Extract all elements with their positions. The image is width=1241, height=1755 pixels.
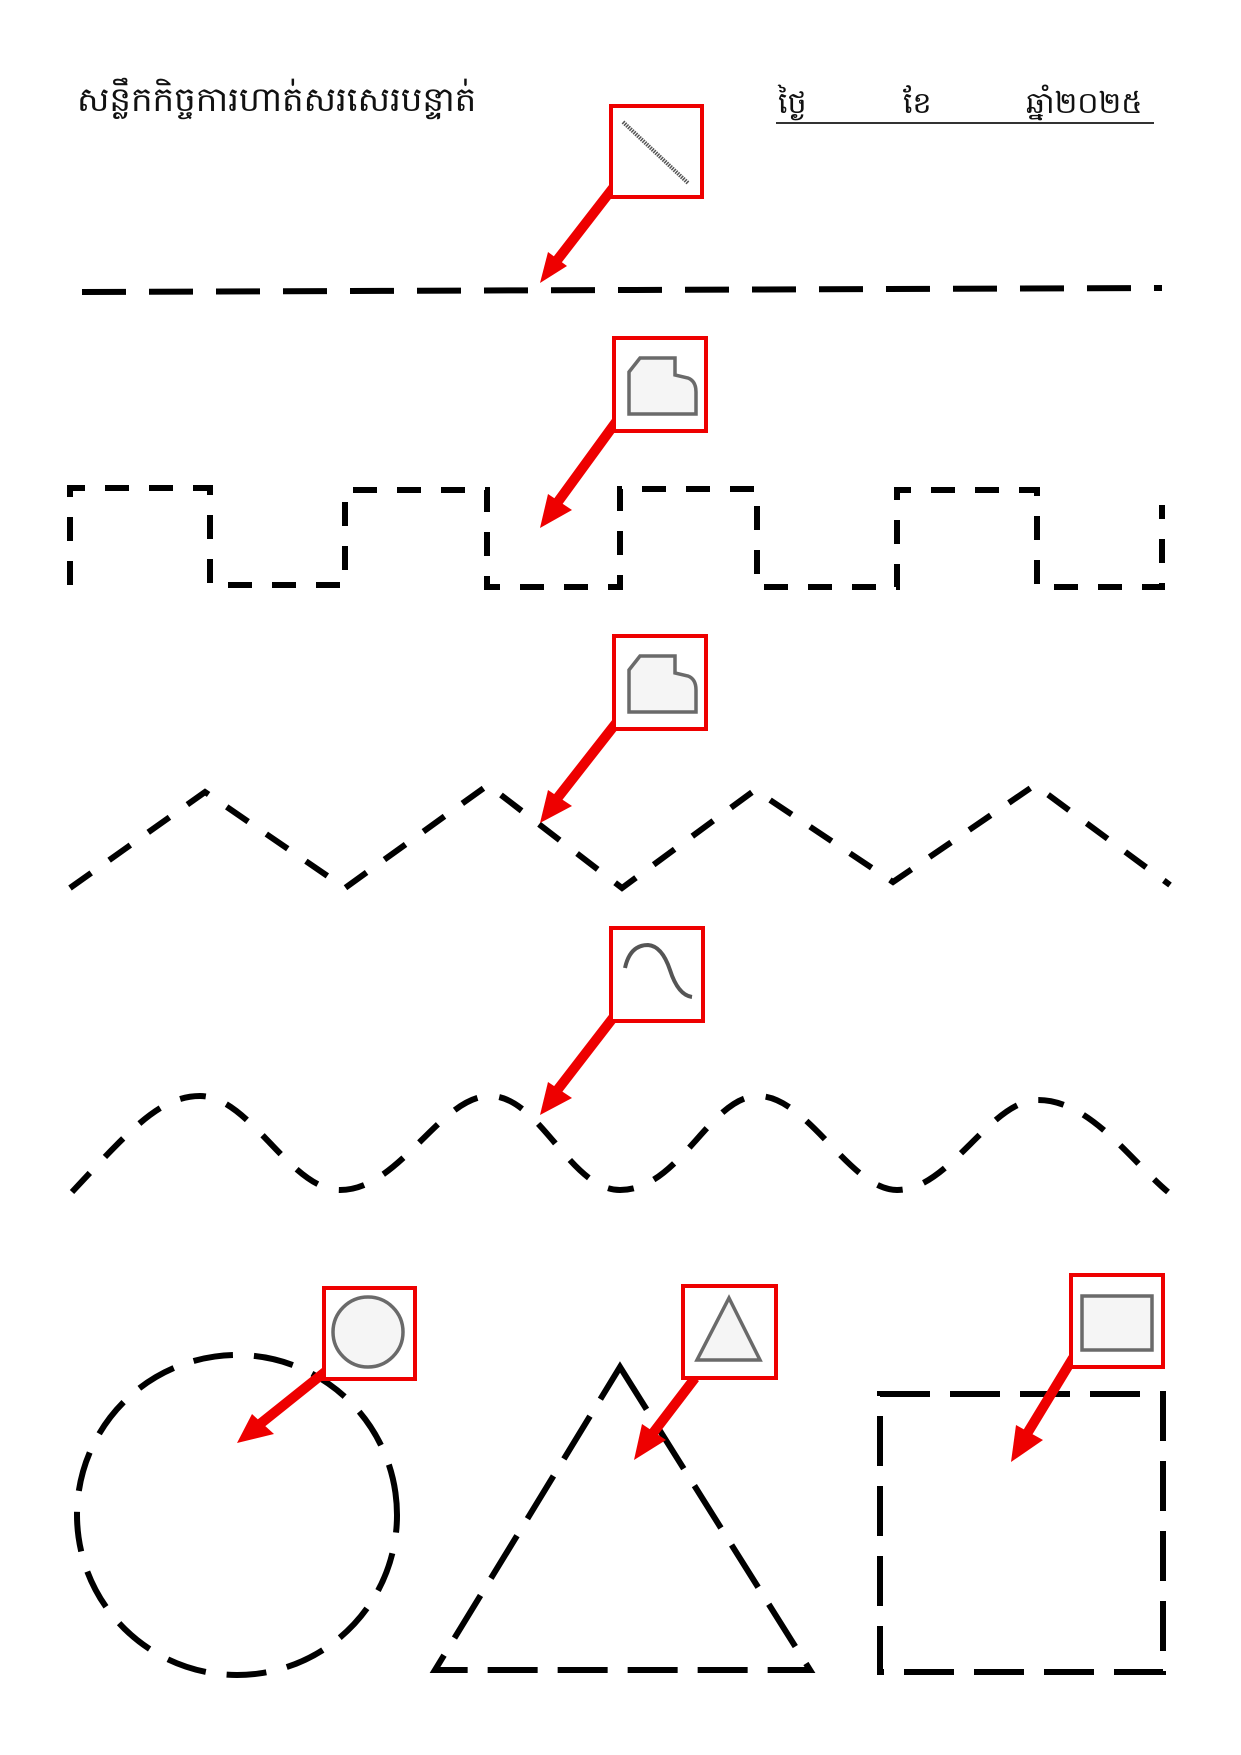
freeform-shape-icon [627, 654, 698, 714]
arrow-head [1011, 1425, 1043, 1462]
callout-arrow [548, 718, 621, 809]
date-year-label: ឆ្នាំ២០២៥ [1026, 86, 1143, 121]
worksheet-title: សន្លឹកកិច្ចការហាត់សរសេរបន្ទាត់ [77, 80, 477, 120]
curve-tool-icon [623, 942, 693, 999]
date-field: ថ្ងៃ ខែ ឆ្នាំ២០២៥ [776, 84, 1154, 124]
freeform-tool-callout-1 [540, 336, 708, 528]
exercise-square-wave [67, 336, 1165, 590]
oval-shape-icon [331, 1295, 405, 1369]
exercise-square [877, 1273, 1166, 1675]
curve-tool-callout [540, 926, 705, 1115]
dashed-wave [69, 1092, 1170, 1195]
exercise-wave [69, 926, 1170, 1195]
arrow-head [634, 1424, 666, 1460]
date-month-label: ខែ [903, 86, 932, 121]
arrow-head [540, 1082, 572, 1115]
exercise-zigzag [68, 634, 1172, 892]
callout-arrow [246, 1368, 329, 1436]
dashed-straight-line [81, 285, 1163, 295]
arrow-head [540, 790, 572, 823]
dashed-square [877, 1391, 1166, 1675]
exercise-circle [74, 1286, 417, 1678]
line-tool-callout [540, 104, 704, 283]
date-day-label: ថ្ងៃ [778, 86, 807, 121]
dashed-zigzag [68, 781, 1172, 892]
exercise-straight-line [81, 104, 1163, 295]
callout-arrow [547, 419, 621, 513]
rectangle-tool-callout [1011, 1273, 1165, 1462]
dashed-circle [74, 1352, 400, 1678]
freeform-shape-icon [627, 356, 698, 416]
arrow-head [540, 494, 572, 528]
arrow-head [237, 1414, 274, 1443]
triangle-shape-icon [694, 1294, 763, 1362]
rectangle-shape-icon [1080, 1294, 1154, 1352]
callout-arrow [548, 1010, 620, 1101]
exercise-triangle [429, 1284, 816, 1673]
oval-tool-callout [237, 1286, 417, 1443]
dashed-square-wave [67, 485, 1165, 590]
freeform-tool-callout-2 [540, 634, 708, 823]
callout-arrow [544, 184, 617, 276]
callout-arrow [1020, 1355, 1078, 1440]
callout-arrow [646, 1374, 699, 1441]
arrow-head [540, 252, 567, 283]
line-tool-icon-frame [609, 104, 704, 199]
dashed-triangle [429, 1361, 816, 1673]
triangle-tool-callout [634, 1284, 778, 1460]
curve-tool-icon-frame [609, 926, 705, 1023]
